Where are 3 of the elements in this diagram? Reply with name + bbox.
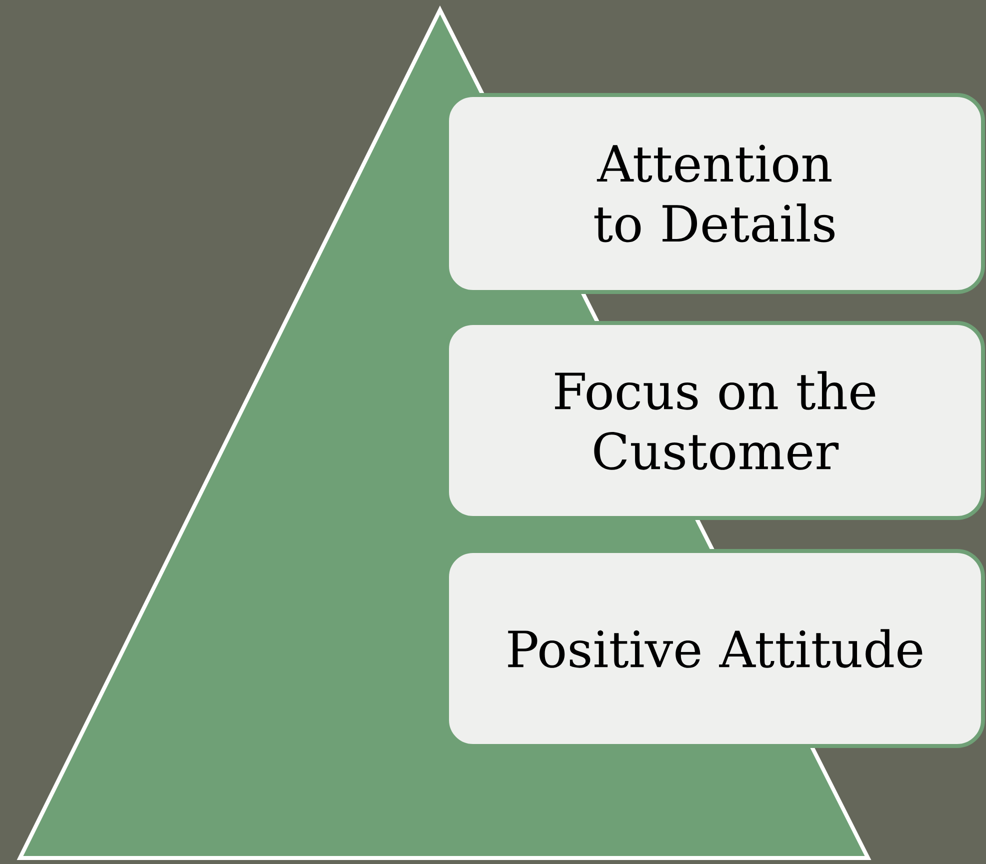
text-box: Focus on the Customer xyxy=(445,321,985,520)
text-box: Attention to Details xyxy=(445,93,985,294)
text-box: Positive Attitude xyxy=(445,549,985,748)
